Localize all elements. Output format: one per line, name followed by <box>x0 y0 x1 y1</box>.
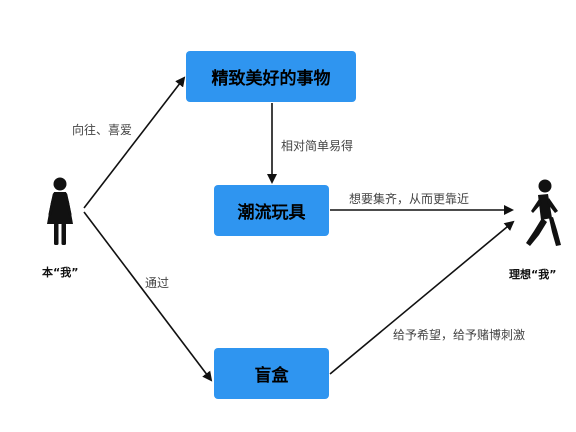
arrow-self-to-blindbox <box>83 211 213 382</box>
node-blind-box: 盲盒 <box>214 348 329 399</box>
edge-label-blindbox-to-ideal: 给予希望，给予赌博刺激 <box>393 328 526 342</box>
walking-person-icon <box>526 179 561 246</box>
edge-label-self-to-blindbox: 通过 <box>145 276 170 290</box>
edge-label-toys-to-ideal: 想要集齐，从而更靠近 <box>349 192 470 206</box>
node-trendy-toys-label: 潮流玩具 <box>237 203 306 223</box>
edge-label-beautiful-to-toys: 相对简单易得 <box>281 139 354 153</box>
edge-label-self-to-beautiful: 向往、喜爱 <box>72 123 133 137</box>
self-label: 本“我” <box>42 266 79 279</box>
arrow-blindbox-to-ideal <box>329 220 515 375</box>
female-person-icon <box>47 177 73 245</box>
node-blind-box-label: 盲盒 <box>254 366 289 386</box>
arrow-self-to-beautiful <box>83 76 186 209</box>
node-beautiful-things-label: 精致美好的事物 <box>211 69 331 89</box>
node-beautiful-things: 精致美好的事物 <box>186 51 356 102</box>
ideal-self-label: 理想“我” <box>509 268 557 281</box>
node-trendy-toys: 潮流玩具 <box>214 185 329 236</box>
